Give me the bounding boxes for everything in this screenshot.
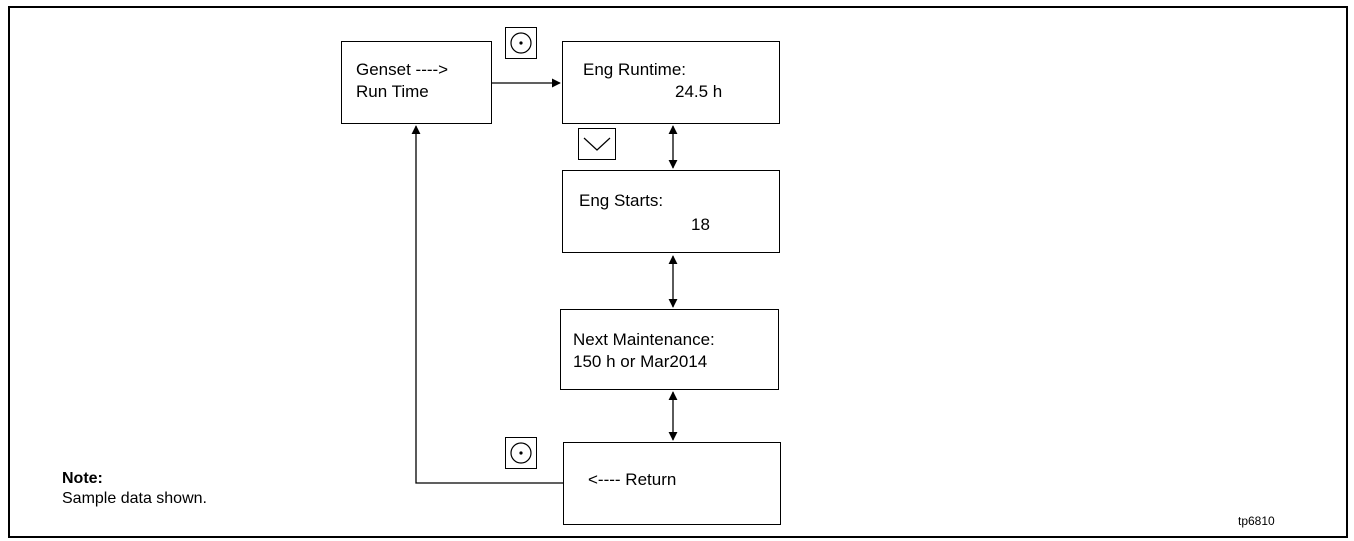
screen-line-1: Next Maintenance: (573, 330, 715, 349)
select-key-top (505, 27, 537, 59)
down-key (578, 128, 616, 160)
screen-genset-run-time: Genset ----> Run Time (341, 41, 492, 124)
screen-line-2: 24.5 h (675, 82, 723, 101)
screen-line-1: Eng Starts: (579, 191, 664, 210)
screen-return: <---- Return (563, 442, 781, 525)
note-title: Note: (62, 470, 103, 487)
arrow-return-to-genset (411, 125, 563, 484)
screen-eng-runtime: Eng Runtime: 24.5 h (562, 41, 780, 124)
screen-line-2: 18 (691, 215, 710, 234)
screen-next-maintenance: Next Maintenance: 150 h or Mar2014 (560, 309, 779, 390)
screen-line-1: Eng Runtime: (583, 60, 686, 79)
screen-line-1: Genset ----> (356, 60, 449, 79)
select-dial-icon (510, 32, 532, 54)
down-arrow-key-icon (583, 137, 611, 151)
figure-frame (8, 6, 1348, 538)
select-key-bottom (505, 437, 537, 469)
screen-line-2: 150 h or Mar2014 (573, 352, 708, 371)
screen-eng-starts: Eng Starts: 18 (562, 170, 780, 253)
select-dial-icon (510, 442, 532, 464)
screen-line-2: Run Time (356, 82, 429, 101)
note-text: Sample data shown. (62, 490, 207, 507)
screen-line-1: <---- Return (588, 470, 677, 489)
figure-code: tp6810 (1238, 514, 1275, 528)
